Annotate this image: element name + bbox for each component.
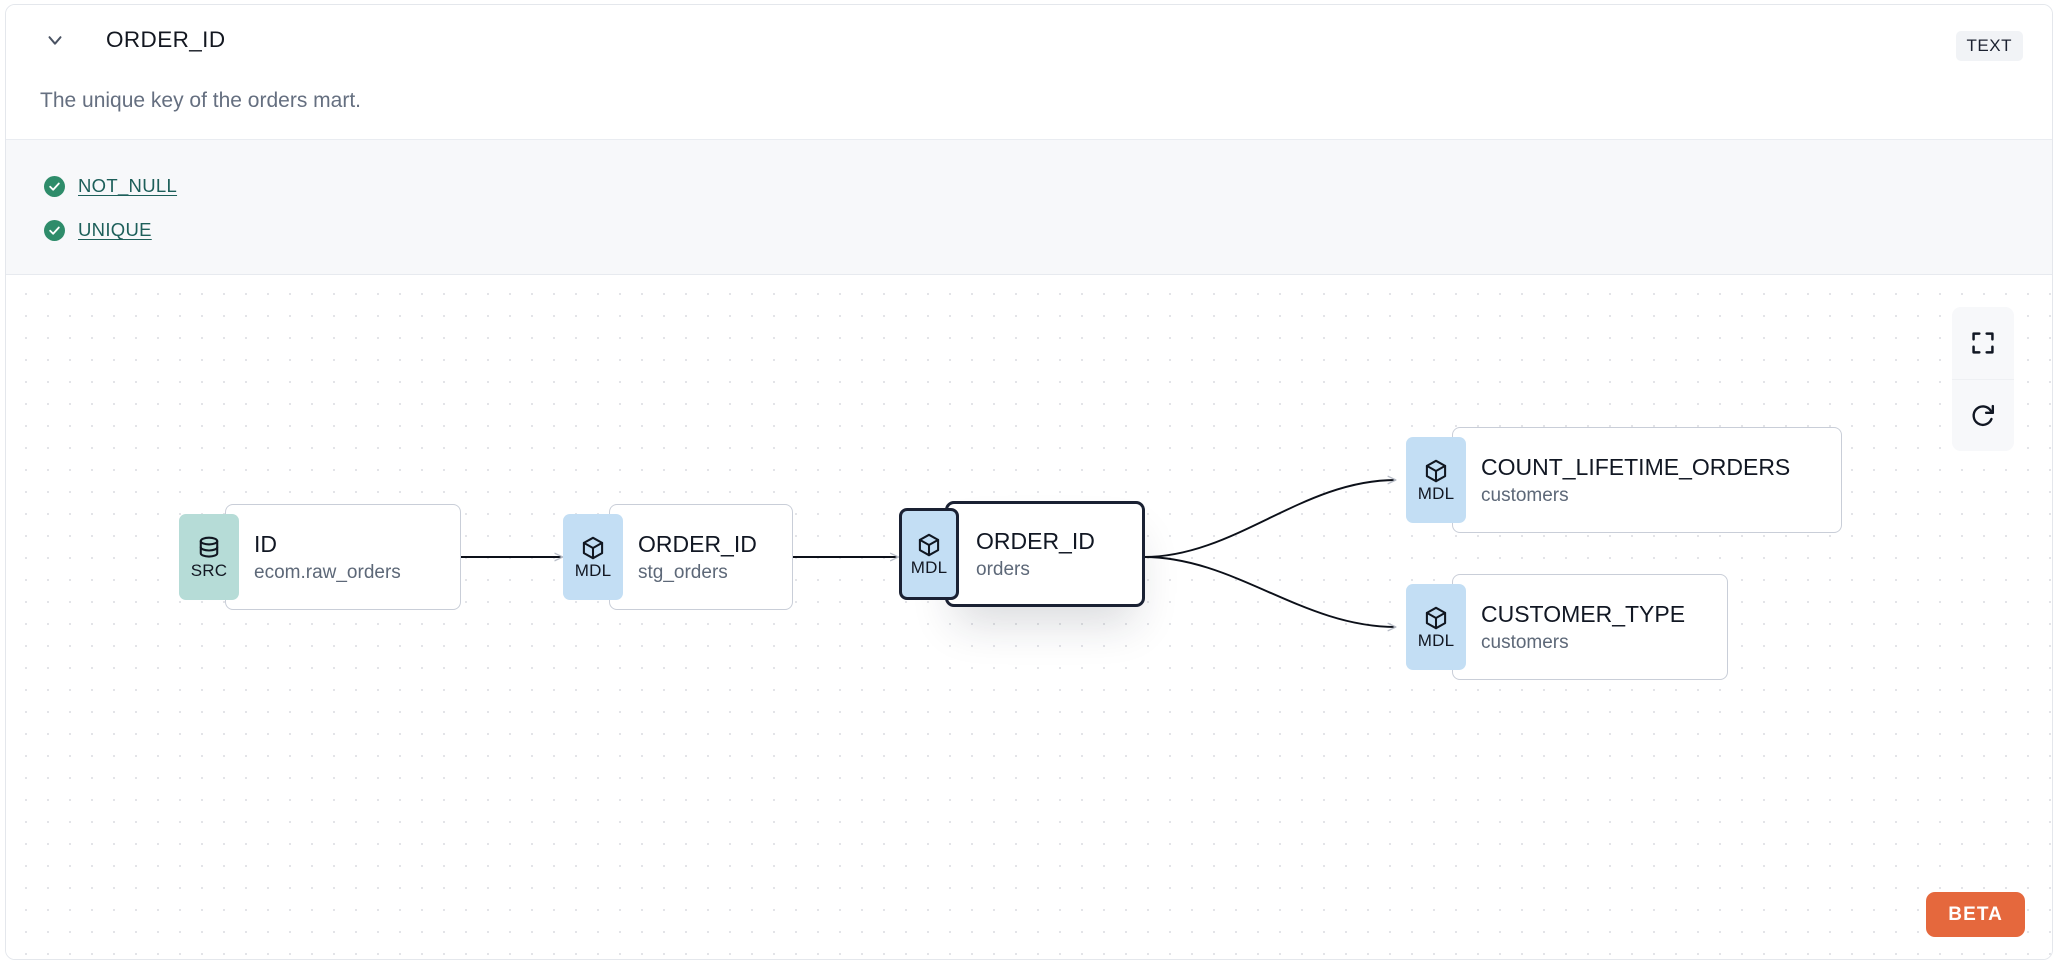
lineage-node-id[interactable]: SRC ID ecom.raw_orders bbox=[179, 504, 461, 610]
node-card: ORDER_ID orders bbox=[945, 501, 1145, 607]
lineage-node-orders-selected[interactable]: MDL ORDER_ID orders bbox=[899, 501, 1145, 607]
lineage-node-count-lifetime-orders[interactable]: MDL COUNT_LIFETIME_ORDERS customers bbox=[1406, 427, 1842, 533]
node-type-badge-mdl: MDL bbox=[899, 508, 959, 600]
column-detail-panel: ORDER_ID TEXT The unique key of the orde… bbox=[5, 4, 2053, 960]
node-type-badge-src: SRC bbox=[179, 514, 239, 600]
node-type-badge-mdl: MDL bbox=[1406, 437, 1466, 523]
node-subtitle: stg_orders bbox=[638, 562, 728, 584]
node-card: ID ecom.raw_orders bbox=[225, 504, 461, 610]
column-description: The unique key of the orders mart. bbox=[40, 89, 361, 112]
node-name: COUNT_LIFETIME_ORDERS bbox=[1481, 454, 1791, 481]
node-card: COUNT_LIFETIME_ORDERS customers bbox=[1452, 427, 1842, 533]
node-type-badge-mdl: MDL bbox=[563, 514, 623, 600]
beta-badge[interactable]: BETA bbox=[1926, 892, 2025, 937]
node-badge-label: MDL bbox=[1417, 631, 1455, 650]
cube-icon bbox=[1425, 459, 1447, 483]
node-card: CUSTOMER_TYPE customers bbox=[1452, 574, 1728, 680]
lineage-node-customer-type[interactable]: MDL CUSTOMER_TYPE customers bbox=[1406, 574, 1728, 680]
node-badge-label: MDL bbox=[1417, 484, 1455, 503]
test-link-unique[interactable]: UNIQUE bbox=[78, 219, 152, 240]
node-card: ORDER_ID stg_orders bbox=[609, 504, 793, 610]
data-type-badge: TEXT bbox=[1955, 31, 2023, 61]
test-link-not-null[interactable]: NOT_NULL bbox=[78, 175, 178, 196]
graph-controls bbox=[1952, 307, 2014, 451]
cube-icon bbox=[582, 536, 604, 560]
fit-view-icon bbox=[1972, 332, 1994, 354]
lineage-node-stg-orders[interactable]: MDL ORDER_ID stg_orders bbox=[563, 504, 793, 610]
check-circle-icon bbox=[44, 175, 65, 197]
check-circle-icon bbox=[44, 219, 65, 241]
node-badge-label: SRC bbox=[190, 561, 228, 580]
node-name: ID bbox=[254, 531, 277, 558]
node-type-badge-mdl: MDL bbox=[1406, 584, 1466, 670]
node-subtitle: orders bbox=[976, 559, 1030, 581]
panel-header: ORDER_ID TEXT The unique key of the orde… bbox=[6, 5, 2052, 139]
node-name: ORDER_ID bbox=[638, 531, 757, 558]
node-badge-label: MDL bbox=[574, 561, 612, 580]
test-row: NOT_NULL bbox=[6, 164, 2052, 208]
node-badge-label: MDL bbox=[910, 558, 948, 577]
tests-section: NOT_NULL UNIQUE bbox=[6, 139, 2052, 275]
database-icon bbox=[199, 536, 219, 558]
node-subtitle: customers bbox=[1481, 485, 1569, 507]
node-subtitle: ecom.raw_orders bbox=[254, 562, 401, 584]
node-subtitle: customers bbox=[1481, 632, 1569, 654]
page-title: ORDER_ID bbox=[106, 27, 226, 52]
reset-button[interactable] bbox=[1952, 379, 2014, 451]
node-name: ORDER_ID bbox=[976, 528, 1095, 555]
node-name: CUSTOMER_TYPE bbox=[1481, 601, 1686, 628]
refresh-icon bbox=[1972, 404, 1994, 426]
chevron-down-icon[interactable] bbox=[42, 27, 68, 53]
title-row: ORDER_ID bbox=[42, 27, 225, 53]
cube-icon bbox=[918, 533, 940, 557]
lineage-graph-canvas[interactable]: SRC ID ecom.raw_orders MDL ORDER_ID stg_… bbox=[6, 275, 2052, 960]
fit-view-button[interactable] bbox=[1952, 307, 2014, 379]
cube-icon bbox=[1425, 606, 1447, 630]
lineage-edges bbox=[460, 275, 2052, 960]
test-row: UNIQUE bbox=[6, 208, 2052, 252]
